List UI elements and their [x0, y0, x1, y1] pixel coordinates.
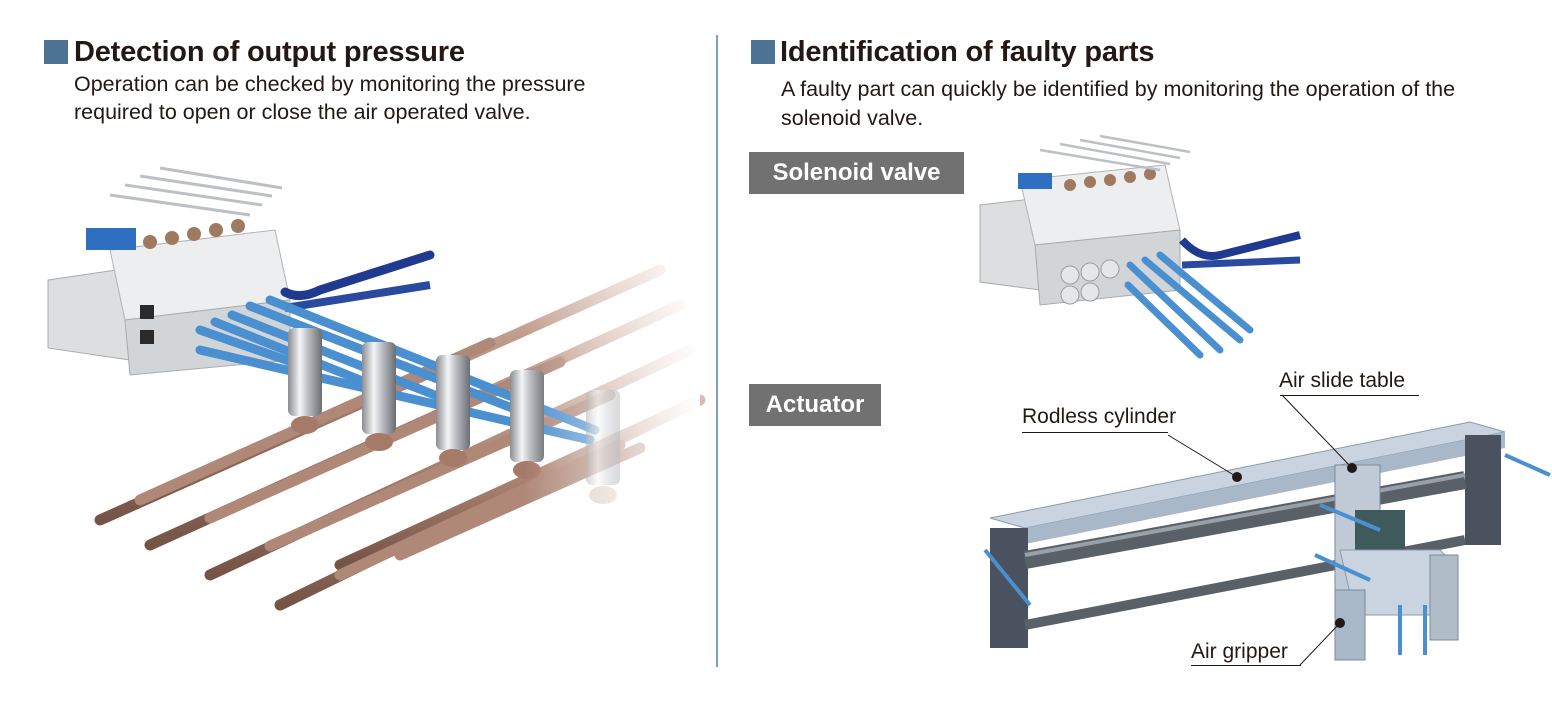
- solenoid-valve-tag: Solenoid valve: [749, 152, 964, 194]
- actuator-illustration: [983, 394, 1551, 666]
- rodless-cylinder-underline: [1022, 432, 1168, 433]
- section-divider: [716, 35, 718, 667]
- air-gripper-label: Air gripper: [1191, 640, 1288, 663]
- air-slide-table-label: Air slide table: [1279, 369, 1406, 392]
- air-slide-table-underline: [1280, 395, 1419, 396]
- right-description-line1: A faulty part can quickly be identified …: [781, 77, 1456, 101]
- left-section-title: Detection of output pressure: [74, 36, 465, 68]
- left-description-line2: required to open or close the air operat…: [74, 100, 531, 124]
- output-pressure-illustration: [0, 150, 706, 710]
- section-marker-right: [751, 40, 775, 64]
- left-description-line1: Operation can be checked by monitoring t…: [74, 72, 586, 96]
- right-description-line2: solenoid valve.: [781, 106, 924, 130]
- right-section-title: Identification of faulty parts: [780, 36, 1155, 68]
- solenoid-valve-illustration: [979, 134, 1301, 359]
- air-gripper-underline: [1191, 665, 1301, 666]
- rodless-cylinder-label: Rodless cylinder: [1022, 405, 1177, 428]
- section-marker-left: [44, 40, 68, 64]
- actuator-tag: Actuator: [749, 384, 881, 426]
